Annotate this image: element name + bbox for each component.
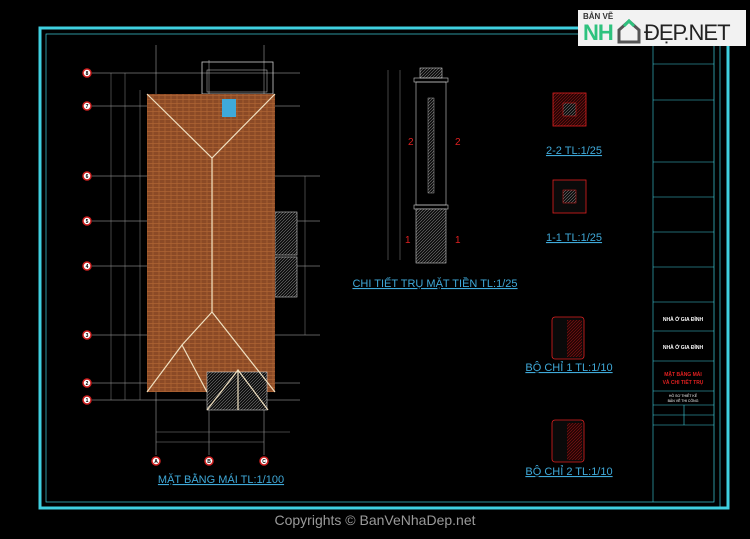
section-mark-2-left: 2 <box>408 137 414 148</box>
roof-plan-title: MẶT BẰNG MÁI TL:1/100 <box>158 473 284 486</box>
bo-chi-2-title: BỘ CHỈ 2 TL:1/10 <box>525 465 612 478</box>
side-roof-panel <box>274 211 298 256</box>
section-mark-1-right: 1 <box>455 235 461 246</box>
svg-text:5: 5 <box>86 219 89 225</box>
grid-bubble-b: B <box>204 456 214 466</box>
porch-roof <box>206 371 268 411</box>
svg-text:8: 8 <box>86 71 89 77</box>
section-mark-1-left: 1 <box>405 235 411 246</box>
bo-chi-2 <box>551 419 585 463</box>
svg-text:C: C <box>262 459 266 465</box>
grid-bubble-5: 5 <box>82 216 92 226</box>
grid-bubble-7: 7 <box>82 101 92 111</box>
svg-text:6: 6 <box>86 174 89 180</box>
svg-text:7: 7 <box>86 104 89 110</box>
drawing-name-line1: MẶT BẰNG MÁI <box>664 370 702 378</box>
grid-bubble-8: 8 <box>82 68 92 78</box>
svg-text:4: 4 <box>86 264 89 270</box>
site-logo: BẢN VẼ NH ĐẸP.NET <box>578 10 746 46</box>
grid-bubble-4: 4 <box>82 261 92 271</box>
svg-text:2: 2 <box>86 381 89 387</box>
stage-line2: BẢN VẼ THI CÔNG <box>668 398 699 403</box>
grid-bubble-c: C <box>259 456 269 466</box>
drawing-name-line2: VÀ CHI TIẾT TRỤ <box>663 379 704 386</box>
bo-chi-1 <box>551 316 585 360</box>
main-roof <box>147 94 275 392</box>
roof-hips <box>146 93 276 411</box>
section-1-1 <box>552 179 587 214</box>
svg-text:3: 3 <box>86 333 89 339</box>
section-1-1-title: 1-1 TL:1/25 <box>546 232 602 244</box>
skylight <box>222 99 236 117</box>
column-bubbles: A B C <box>151 456 269 466</box>
svg-text:B: B <box>207 459 211 465</box>
sheet-frame <box>38 26 730 510</box>
stage-line1: HỒ SƠ THIẾT KẾ <box>669 393 698 398</box>
house-icon <box>617 18 641 44</box>
grid-bubble-a: A <box>151 456 161 466</box>
row-bubbles: 8 7 6 5 4 3 2 1 <box>82 68 92 405</box>
column-detail-title: CHI TIẾT TRỤ MẶT TIỀN TL:1/25 <box>352 277 517 290</box>
grid-bubble-6: 6 <box>82 171 92 181</box>
item-name: NHÀ Ở GIA ĐÌNH <box>663 343 704 351</box>
copyright-text: Copyrights © BanVeNhaDep.net <box>274 512 476 528</box>
roof-plan <box>146 61 298 411</box>
project-name: NHÀ Ở GIA ĐÌNH <box>663 315 704 323</box>
balcony-outline <box>201 61 274 95</box>
section-2-2-title: 2-2 TL:1/25 <box>546 145 602 157</box>
bo-chi-1-title: BỘ CHỈ 1 TL:1/10 <box>525 361 612 374</box>
column-detail <box>387 67 449 264</box>
grid-bubble-2: 2 <box>82 378 92 388</box>
title-block <box>652 34 714 502</box>
grid-bubble-3: 3 <box>82 330 92 340</box>
svg-text:1: 1 <box>86 398 89 404</box>
side-roof-panel <box>274 256 298 298</box>
section-2-2 <box>552 92 587 127</box>
grid-bubble-1: 1 <box>82 395 92 405</box>
svg-text:A: A <box>154 459 158 465</box>
section-mark-2-right: 2 <box>455 137 461 148</box>
